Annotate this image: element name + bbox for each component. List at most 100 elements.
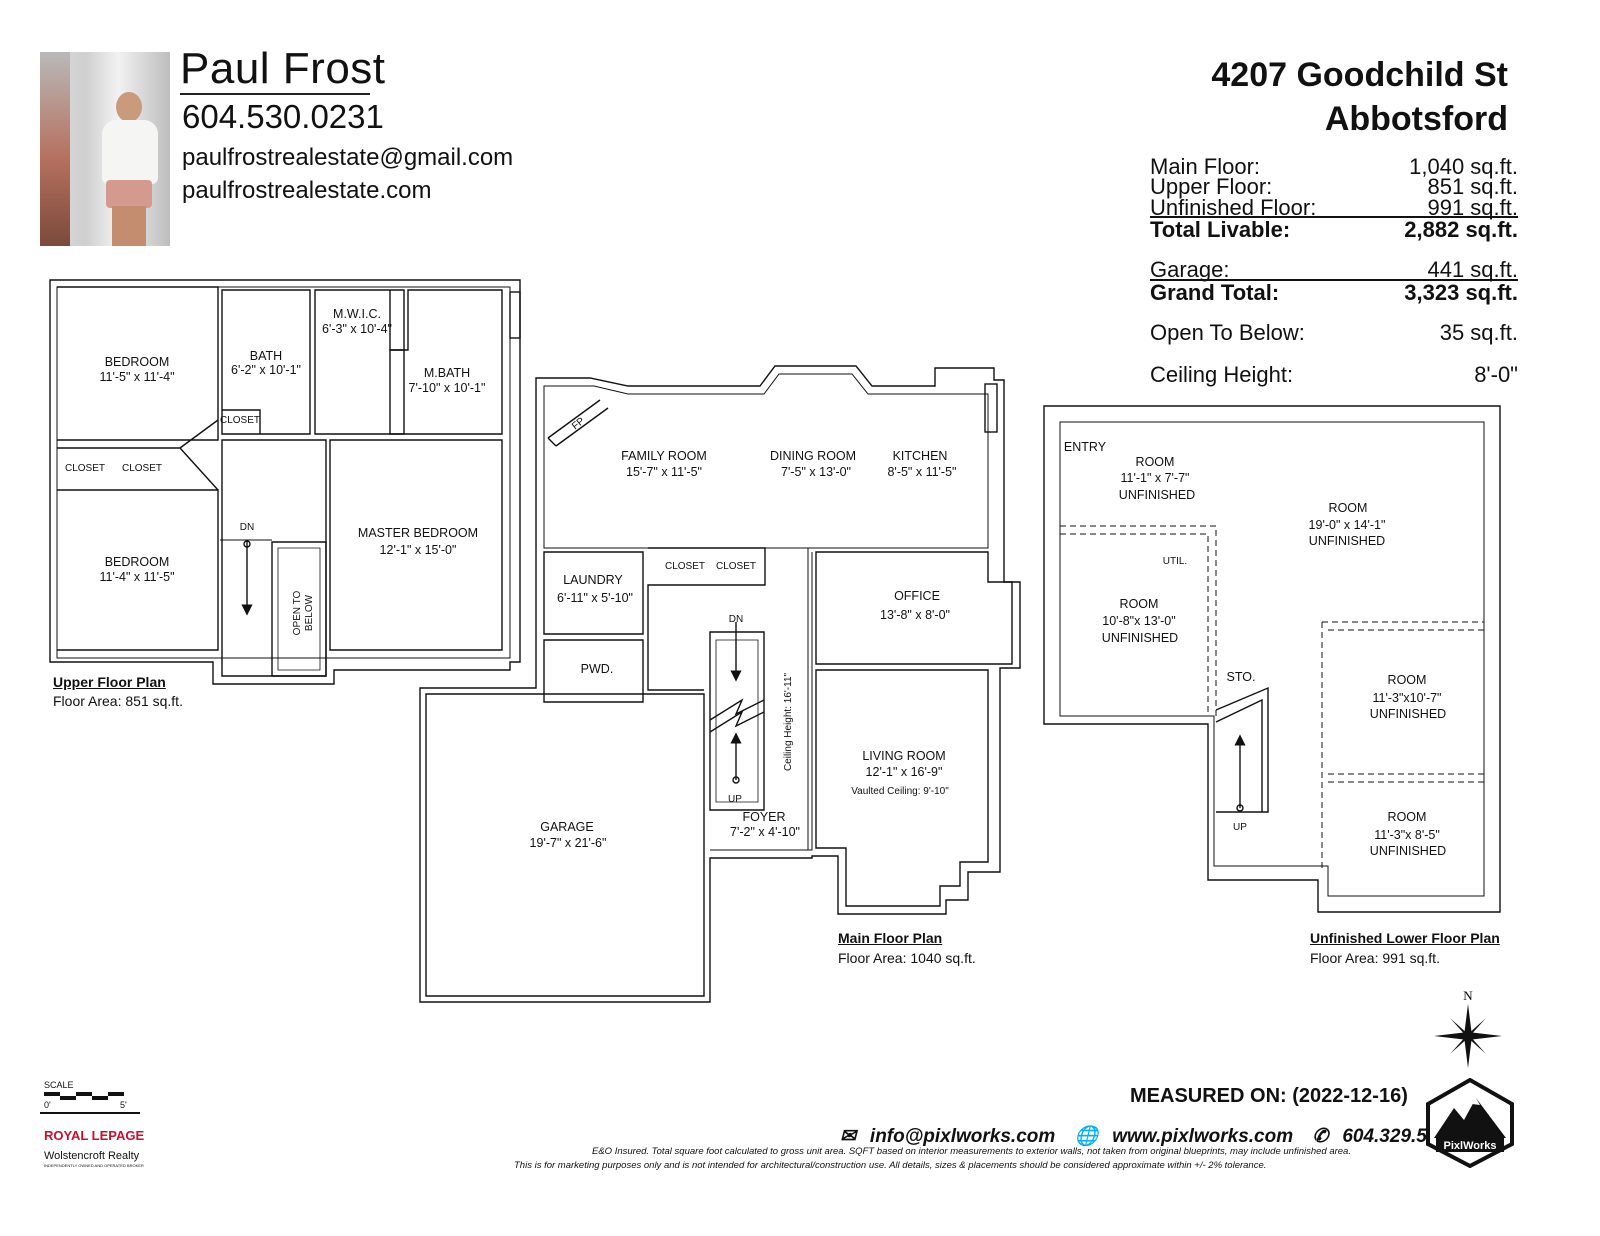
brokerage-logo: ROYAL LEPAGE [44, 1128, 145, 1143]
room-dimension: 6'-3" x 10'-4" [322, 322, 392, 336]
area-row-upper: Upper Floor:851 sq.ft. [1150, 174, 1518, 199]
storage-label: STO. [1227, 670, 1256, 684]
room-label: OFFICE [894, 589, 940, 603]
north-compass-icon: N [1434, 988, 1502, 1068]
room-dimension: 6'-11" x 5'-10" [557, 591, 633, 605]
room-dimension: 11'-4" x 11'-5" [99, 570, 174, 584]
room-dimension: 7'-5" x 13'-0" [781, 465, 851, 479]
room-dimension: 12'-1" x 16'-9" [866, 765, 943, 779]
open-to-below-label: BELOW [304, 594, 315, 631]
area-row-garage: Garage:441 sq.ft. [1150, 257, 1518, 282]
room-dimension: 19'-7" x 21'-6" [530, 836, 607, 850]
lower-floor-title: Unfinished Lower Floor Plan [1310, 930, 1500, 946]
area-row-open-to-below: Open To Below:35 sq.ft. [1150, 320, 1518, 345]
room-label: ROOM [1329, 501, 1368, 515]
agent-phone[interactable]: 604.530.0231 [182, 98, 384, 135]
room-dimension: 6'-2" x 10'-1" [231, 363, 301, 377]
room-dimension: 11'-3"x 8'-5" [1374, 828, 1440, 842]
room-dimension: 11'-1" x 7'-7" [1120, 471, 1189, 485]
disclaimer-line-2: This is for marketing purposes only and … [514, 1160, 1267, 1171]
agent-photo [40, 52, 170, 246]
brokerage-rule [40, 1112, 140, 1114]
stair-down-label: DN [729, 614, 743, 625]
stair-down-label: DN [240, 522, 254, 533]
room-dimension: 7'-10" x 10'-1" [409, 381, 486, 395]
room-label: DINING ROOM [770, 449, 856, 463]
room-dimension: 8'-5" x 11'-5" [887, 465, 956, 479]
scale-label: SCALE [44, 1080, 74, 1090]
room-label: M.BATH [424, 366, 470, 380]
stair-up-label: UP [1233, 822, 1247, 833]
lower-floor-labels: ENTRY ROOM 11'-1" x 7'-7" UNFINISHED ROO… [1064, 440, 1446, 858]
main-floor-walls [419, 365, 1021, 1003]
pixlworks-logo: PixlWorks [1426, 1078, 1514, 1168]
area-row-main: Main Floor:1,040 sq.ft. [1150, 154, 1518, 179]
room-note: UNFINISHED [1370, 844, 1446, 858]
room-label: M.W.I.C. [333, 307, 381, 321]
measured-date: MEASURED ON: (2022-12-16) [1130, 1085, 1408, 1107]
room-dimension: 15'-7" x 11'-5" [626, 465, 702, 479]
room-label: FOYER [742, 810, 785, 824]
upper-floor-area: Floor Area: 851 sq.ft. [53, 693, 183, 709]
scale-bar [44, 1092, 124, 1100]
area-row-total-livable: Total Livable:2,882 sq.ft. [1150, 217, 1518, 242]
company-email[interactable]: info@pixlworks.com [869, 1126, 1056, 1147]
closet-label: CLOSET [716, 561, 756, 572]
agent-website[interactable]: paulfrostrealestate.com [182, 177, 432, 204]
area-row-ceiling-height: Ceiling Height:8'-0" [1150, 362, 1518, 387]
mail-icon: ✉ [840, 1126, 856, 1147]
closet-label: CLOSET [220, 415, 260, 426]
entry-label: ENTRY [1064, 440, 1107, 454]
compass-north-label: N [1463, 988, 1473, 1003]
area-row-grand-total: Grand Total:3,323 sq.ft. [1150, 280, 1518, 305]
room-label: ROOM [1120, 597, 1159, 611]
upper-floor-labels: BEDROOM 11'-5" x 11'-4" BATH 6'-2" x 10'… [65, 307, 485, 635]
brokerage-office: Wolstencroft Realty [44, 1150, 140, 1162]
globe-icon: 🌐 [1074, 1126, 1099, 1147]
room-label: BEDROOM [105, 555, 170, 569]
room-label: LIVING ROOM [862, 749, 945, 763]
room-dimension: 19'-0" x 14'-1" [1309, 518, 1386, 532]
area-rule [1150, 216, 1518, 218]
utility-label: UTIL. [1163, 556, 1187, 567]
room-label: BEDROOM [105, 355, 170, 369]
ceiling-height-note: Ceiling Height: 16'-11" [783, 672, 794, 771]
main-floor-labels: FP FAMILY ROOM 15'-7" x 11'-5" DINING RO… [530, 416, 957, 850]
company-website[interactable]: www.pixlworks.com [1112, 1126, 1294, 1147]
area-row-unfinished: Unfinished Floor:991 sq.ft. [1150, 195, 1518, 220]
room-note: Vaulted Ceiling: 9'-10" [851, 786, 949, 797]
room-label: PWD. [581, 662, 614, 676]
brokerage-tagline: INDEPENDENTLY OWNED AND OPERATED BROKER [44, 1163, 144, 1168]
scale-start: 0' [44, 1100, 51, 1110]
company-contact: ✉info@pixlworks.com 🌐www.pixlworks.com ✆… [840, 1124, 1473, 1148]
agent-name: Paul Frost [180, 44, 386, 93]
stair-up-label: UP [728, 794, 742, 805]
address-street: 4207 Goodchild St [1211, 56, 1508, 94]
fireplace-label: FP [570, 416, 587, 433]
agent-name-underline [180, 93, 370, 95]
scale-end: 5' [120, 1100, 127, 1110]
room-dimension: 10'-8"x 13'-0" [1102, 614, 1175, 628]
room-dimension: 11'-3"x10'-7" [1372, 691, 1441, 705]
room-label: GARAGE [540, 820, 594, 834]
room-label: ROOM [1388, 810, 1427, 824]
main-floor-area: Floor Area: 1040 sq.ft. [838, 950, 976, 966]
upper-floor-walls [49, 279, 521, 685]
room-label: FAMILY ROOM [621, 449, 707, 463]
room-note: UNFINISHED [1370, 707, 1446, 721]
room-dimension: 11'-5" x 11'-4" [99, 370, 174, 384]
agent-email[interactable]: paulfrostrealestate@gmail.com [182, 144, 514, 171]
area-rule [1150, 279, 1518, 281]
room-label: KITCHEN [893, 449, 948, 463]
lower-floor-area: Floor Area: 991 sq.ft. [1310, 950, 1440, 966]
closet-label: CLOSET [665, 561, 705, 572]
upper-floor-title: Upper Floor Plan [53, 674, 166, 690]
logo-text: PixlWorks [1444, 1140, 1497, 1152]
room-note: UNFINISHED [1309, 534, 1385, 548]
open-to-below-label: OPEN TO [292, 590, 303, 635]
room-dimension: 13'-8" x 8'-0" [880, 608, 950, 622]
lower-floor-walls [1043, 405, 1501, 913]
room-label: BATH [250, 349, 282, 363]
room-label: ROOM [1136, 455, 1175, 469]
